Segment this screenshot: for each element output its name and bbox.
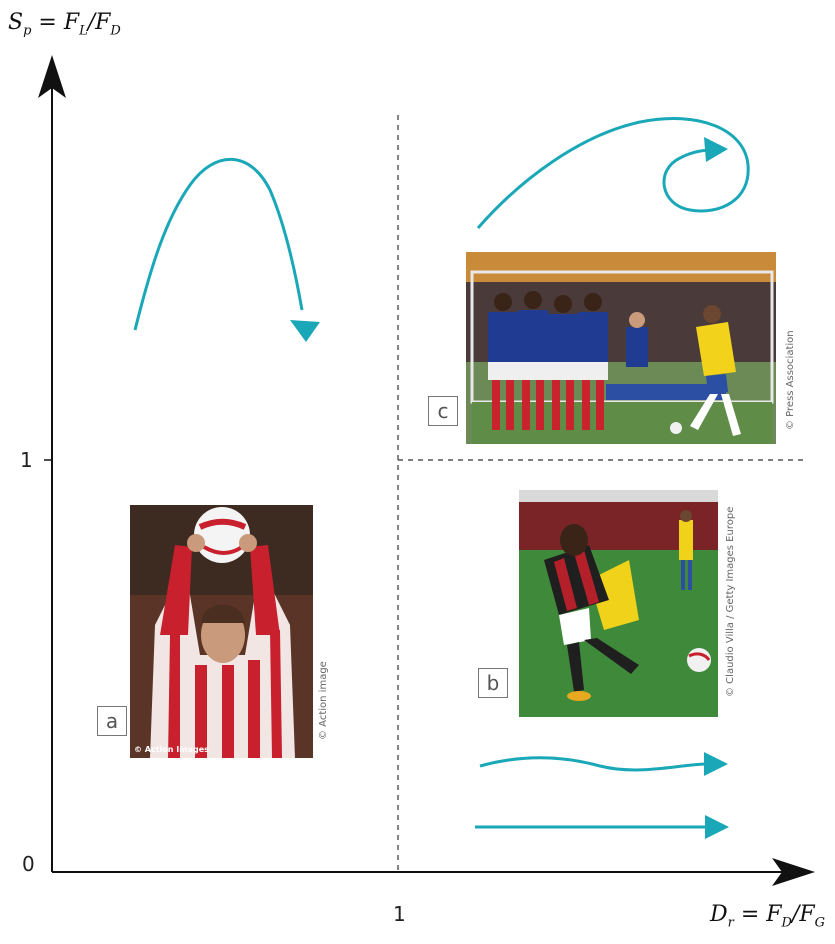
photo-a-credit: © Action image [318,661,329,740]
x-axis-label: Dr = FD/FG [710,902,826,931]
trajectory-wave [479,756,709,772]
trajectory-arc-arrowhead [290,320,320,342]
label-a: a [97,706,127,736]
y-axis-arrowhead [38,55,66,98]
y-tick-one: 1 [20,448,33,472]
photo-b-knuckleball [519,490,718,717]
photo-c-credit: © Press Association [785,330,796,430]
y-axis-label: Sp = FL/FD [8,10,121,39]
photo-a-illustration [130,505,313,758]
trajectory-wave-arrowhead [704,752,728,776]
trajectory-curl [476,117,750,229]
photo-c-free-kick [466,252,776,444]
photo-a-watermark: © Action Images [134,745,209,754]
photo-b-illustration [519,490,718,717]
trajectory-arc [133,157,304,331]
y-tick-zero: 0 [22,852,35,876]
label-b: b [478,668,508,698]
x-tick-one: 1 [393,902,406,926]
x-axis-arrowhead [772,858,815,886]
label-c: c [428,396,458,426]
photo-a-throw-in: © Action Images [130,505,313,758]
trajectory-curl-arrowhead [704,137,728,162]
trajectory-straight-arrowhead [705,815,729,839]
photo-c-illustration [466,252,776,444]
photo-b-credit: © Claudio Villa / Getty Images Europe [725,506,736,697]
